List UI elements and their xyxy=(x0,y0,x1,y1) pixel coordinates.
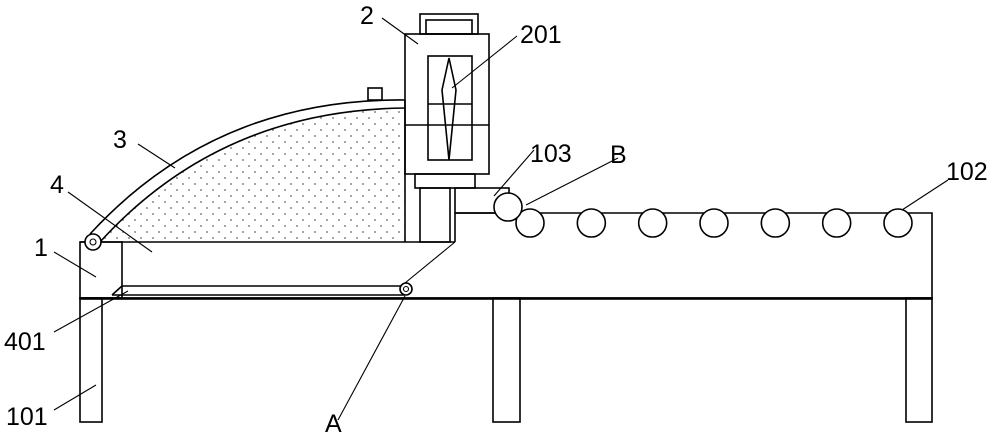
leader-a xyxy=(337,295,406,421)
cover-hinge-pin xyxy=(89,238,97,246)
roller-103 xyxy=(493,192,523,222)
roller xyxy=(637,208,668,238)
label-4: 4 xyxy=(50,171,64,199)
roller xyxy=(699,208,729,238)
leg-left xyxy=(79,297,103,423)
blade-window xyxy=(427,55,473,161)
label-401: 401 xyxy=(4,328,46,356)
leader-4 xyxy=(67,191,153,253)
motor-handle-inner xyxy=(425,19,473,35)
label-103: 103 xyxy=(530,140,572,168)
leader-103 xyxy=(493,149,535,197)
leg-right xyxy=(905,297,933,423)
rail xyxy=(111,282,413,296)
blade xyxy=(441,57,457,161)
label-101: 101 xyxy=(6,403,48,431)
leader-a-upper xyxy=(404,241,456,284)
label-1: 1 xyxy=(34,234,48,262)
leader-3 xyxy=(137,143,176,169)
roller xyxy=(515,208,545,238)
label-b: B xyxy=(610,141,627,169)
hopper-cap xyxy=(367,87,383,101)
label-201: 201 xyxy=(520,21,562,49)
label-2: 2 xyxy=(360,2,374,30)
roller-row xyxy=(515,208,913,238)
roller xyxy=(760,208,791,238)
roller xyxy=(576,208,607,238)
leg-middle xyxy=(492,297,521,423)
label-a: A xyxy=(325,410,342,438)
leader-401 xyxy=(53,290,129,333)
rail-pulley-pin xyxy=(402,285,410,293)
labels: 2 201 3 4 1 103 B 102 401 101 A xyxy=(4,2,988,438)
roller xyxy=(883,208,913,238)
cover-hinge xyxy=(84,233,102,251)
leader-201 xyxy=(451,35,518,89)
leader-2 xyxy=(381,17,419,45)
rail-pulley xyxy=(399,282,413,296)
legs xyxy=(79,297,933,423)
leader-lines xyxy=(53,17,949,421)
label-102: 102 xyxy=(946,158,988,186)
hopper xyxy=(84,87,406,251)
leader-1 xyxy=(53,251,97,278)
cover-arc-inner xyxy=(99,107,406,243)
frame-left-post xyxy=(79,241,123,299)
motor-handle xyxy=(419,13,479,35)
motor-base xyxy=(414,173,476,189)
motor-column xyxy=(419,187,451,243)
leader-b xyxy=(525,157,619,206)
cover-arc-outer xyxy=(89,99,406,235)
hopper-fill xyxy=(100,108,405,242)
leader-102 xyxy=(901,179,949,211)
roller xyxy=(821,208,852,238)
label-3: 3 xyxy=(113,126,127,154)
rail-bar xyxy=(111,285,405,296)
leader-101 xyxy=(53,384,97,411)
